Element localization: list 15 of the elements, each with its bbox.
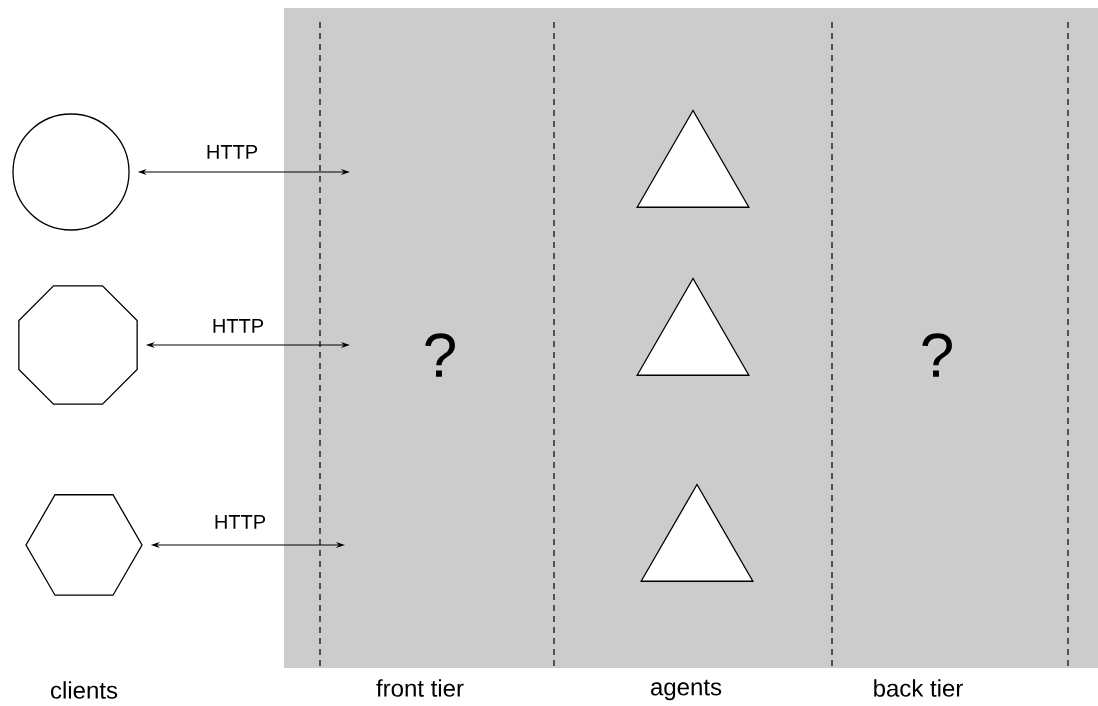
- octagon-shape: [18, 285, 138, 405]
- question-mark: ?: [922, 333, 952, 377]
- triangle: [640, 483, 754, 582]
- hexagon-shape: [25, 494, 143, 596]
- column-label: front tier: [376, 679, 464, 697]
- triangle: [636, 277, 750, 376]
- edge-label: HTTP: [204, 144, 260, 160]
- column-label: back tier: [874, 679, 963, 697]
- column-label: clients: [51, 681, 118, 699]
- triangle: [636, 109, 750, 208]
- column-label: agents: [651, 679, 722, 701]
- circle-shape: [12, 113, 130, 231]
- edge-label: HTTP: [212, 514, 268, 530]
- edge-label: HTTP: [210, 318, 266, 334]
- question-mark: ?: [425, 333, 455, 377]
